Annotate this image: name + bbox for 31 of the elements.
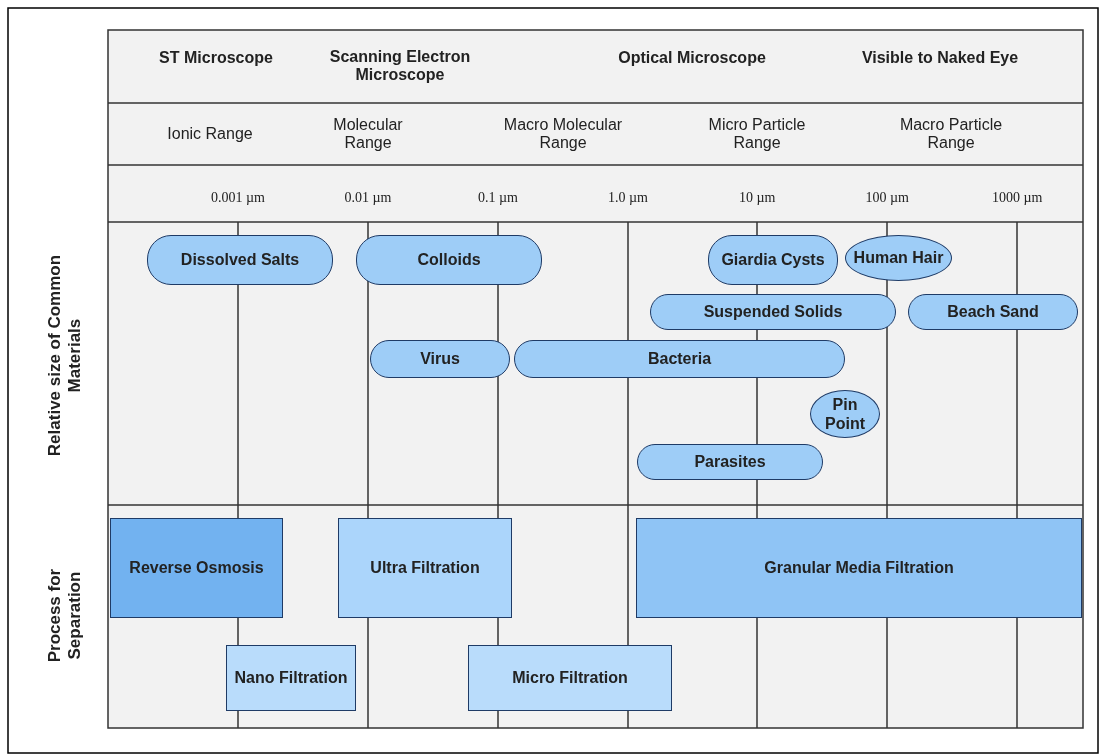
range-label: Micro Particle Range — [707, 116, 807, 152]
tick-label: 1.0 µm — [608, 190, 648, 206]
tick-label: 0.1 µm — [478, 190, 518, 206]
material-pill: Parasites — [637, 444, 823, 480]
material-pill: Virus — [370, 340, 510, 378]
material-pill: Suspended Solids — [650, 294, 896, 330]
material-pill: Giardia Cysts — [708, 235, 838, 285]
tick-label: 0.01 µm — [344, 190, 392, 206]
header-text: Visible to Naked Eye — [860, 49, 1020, 67]
tick-label: 0.001 µm — [211, 190, 265, 206]
process-box: Ultra Filtration — [338, 518, 512, 618]
range-label: Ionic Range — [166, 125, 254, 143]
range-label: Macro Molecular Range — [502, 116, 624, 152]
header-text: Scanning Electron Microscope — [328, 48, 472, 84]
header-text: Optical Microscope — [617, 49, 767, 67]
tick-label: 1000 µm — [992, 190, 1043, 206]
range-label: Macro Particle Range — [898, 116, 1004, 152]
header-text: ST Microscope — [158, 49, 274, 67]
material-pill: Beach Sand — [908, 294, 1078, 330]
axis-label: Process for Separation — [45, 567, 85, 664]
material-pill: Bacteria — [514, 340, 845, 378]
process-box: Granular Media Filtration — [636, 518, 1082, 618]
axis-label: Relative size of Common Materials — [45, 253, 85, 458]
process-box: Micro Filtration — [468, 645, 672, 711]
range-label: Molecular Range — [332, 116, 404, 152]
process-box: Reverse Osmosis — [110, 518, 283, 618]
material-pill: Dissolved Salts — [147, 235, 333, 285]
tick-label: 100 µm — [865, 190, 909, 206]
process-box: Nano Filtration — [226, 645, 356, 711]
material-pill: Colloids — [356, 235, 542, 285]
tick-label: 10 µm — [739, 190, 776, 206]
